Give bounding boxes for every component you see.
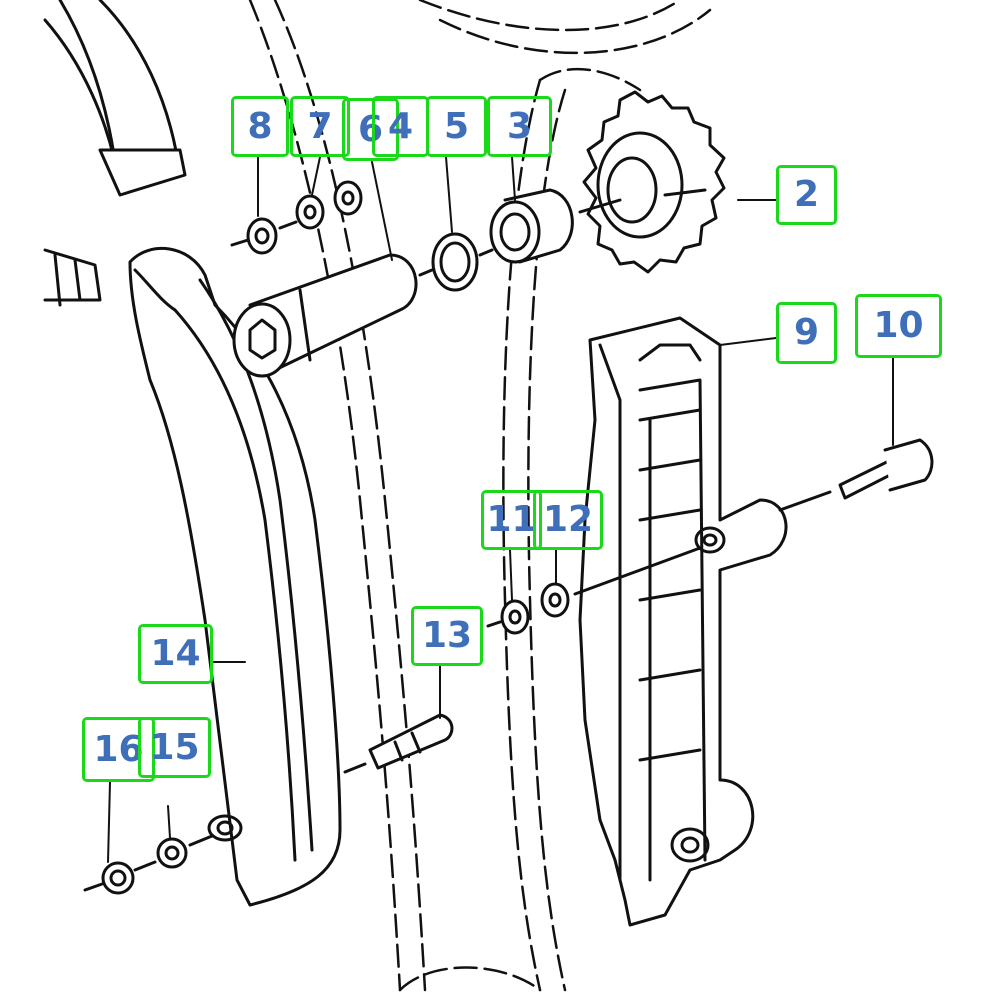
guide-bolt	[778, 438, 934, 512]
washers-15-16	[83, 834, 214, 895]
callout-4[interactable]: 4	[372, 96, 429, 157]
callout-2[interactable]: 2	[776, 165, 837, 225]
callout-number: 12	[542, 499, 594, 540]
callout-number: 9	[793, 312, 820, 353]
callout-number: 2	[793, 174, 820, 215]
callout-number: 14	[150, 633, 201, 674]
callout-13[interactable]: 13	[411, 606, 483, 666]
pin	[343, 713, 454, 774]
washers-11-12	[486, 546, 702, 635]
callout-number: 15	[149, 726, 200, 768]
callout-number: 11	[486, 499, 537, 540]
callout-number: 8	[247, 105, 273, 147]
seal-ring	[418, 232, 479, 292]
callout-number: 7	[307, 105, 333, 147]
bushing	[478, 188, 574, 264]
callout-8[interactable]: 8	[231, 96, 289, 157]
small-washers	[230, 180, 363, 255]
callout-10[interactable]: 10	[855, 294, 942, 358]
callout-number: 16	[93, 728, 144, 770]
upper-guide-fragment	[43, 0, 187, 307]
callout-9[interactable]: 9	[776, 302, 837, 364]
guide-rail	[578, 316, 788, 927]
callout-number: 3	[506, 105, 533, 147]
callout-5[interactable]: 5	[426, 96, 487, 157]
callout-7[interactable]: 7	[290, 96, 350, 157]
callout-number: 4	[387, 105, 414, 147]
callout-12[interactable]: 12	[533, 490, 603, 550]
callout-14[interactable]: 14	[138, 624, 213, 684]
callout-number: 13	[421, 615, 473, 656]
callout-3[interactable]: 3	[487, 96, 552, 157]
pivot-bolt	[232, 253, 418, 378]
callout-number: 10	[873, 305, 924, 346]
leader-lines	[107, 156, 894, 863]
sprocket	[578, 90, 726, 274]
callout-number: 5	[443, 105, 470, 147]
callout-15[interactable]: 15	[138, 717, 211, 778]
